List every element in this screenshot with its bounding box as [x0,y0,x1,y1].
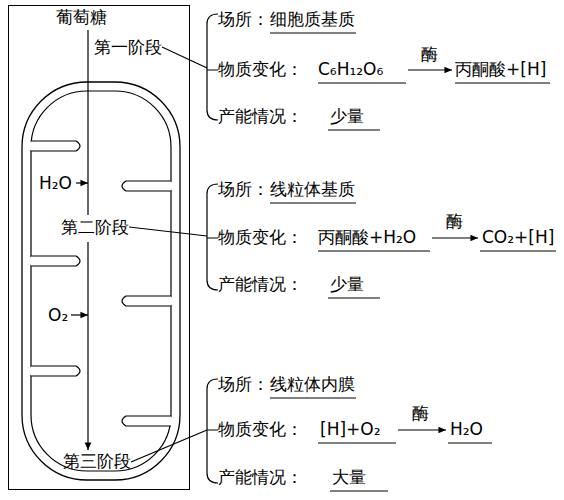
crista-opening [170,297,173,305]
field-name: 产能情况： [218,469,303,486]
mitochondrion: H₂O 第二阶段 O₂ 第三阶段 [21,81,181,481]
underline [455,83,550,84]
stage-label: 第一阶段 [94,39,162,56]
reaction-arrow [432,237,478,238]
energy-answer: 少量 [330,276,364,293]
bracket [207,14,218,120]
underline [330,491,388,492]
crista-opening [170,417,173,425]
field-name: 场所： [218,11,269,28]
leader-line [129,227,207,236]
cell-box: 葡萄糖第一阶段 H₂O 第二阶段 O₂ 第三阶段 [8,5,190,490]
field-name: 物质变化： [218,61,303,78]
underline [328,130,380,131]
crista [31,141,80,151]
underlines [270,33,556,491]
product-formula: H₂O [450,421,483,438]
reactant-label: O₂ [48,307,68,324]
mitochondrion-outline [21,81,181,481]
crista [31,256,80,266]
product-formula: 丙酮酸+[H] [455,61,546,78]
reactant-formula: C₆H₁₂O₆ [318,61,383,78]
flow-arrow [87,242,88,450]
underline [318,443,396,444]
reactant-label: H₂O [39,175,72,192]
crista [122,296,171,306]
reaction-arrow [408,69,452,70]
field-name: 场所： [218,376,269,393]
enzyme-label: 酶 [412,405,429,422]
underline [270,398,356,399]
location-answer: 线粒体基质 [270,181,355,198]
underline [318,251,430,252]
field-name: 产能情况： [218,108,303,125]
reaction-arrow [398,429,446,430]
cristae [31,141,171,426]
energy-answer: 少量 [330,108,364,125]
underline [270,203,356,204]
leader-line [162,47,207,68]
water-arrow [76,182,88,183]
location-answer: 线粒体内膜 [270,376,355,393]
leader-line [131,430,207,462]
field-name: 物质变化： [218,229,303,246]
crista-opening [30,142,33,150]
field-name: 产能情况： [218,276,303,293]
stage-label: 第二阶段 [61,219,129,236]
product-formula: CO₂+[H] [482,229,554,246]
enzyme-label: 酶 [446,213,463,230]
stage-label: 第三阶段 [63,453,131,470]
reaction-arrows [398,70,478,430]
enzyme-label: 酶 [421,46,438,63]
underline [270,33,356,34]
reactant-formula: 丙酮酸+H₂O [318,229,416,246]
brackets [129,14,218,483]
underline [328,298,380,299]
crista-opening [30,257,33,265]
location-answer: 细胞质基质 [270,11,355,28]
underline [480,251,556,252]
bracket [207,379,218,483]
outer-membrane [22,82,180,480]
underline [448,443,492,444]
crista [31,366,80,376]
crista [122,181,171,191]
inner-membrane [31,91,171,471]
substrate-label: 葡萄糖 [56,9,107,26]
crista-opening [30,367,33,375]
flow-line [87,30,88,215]
energy-answer: 大量 [332,469,366,486]
crista-opening [170,182,173,190]
field-name: 物质变化： [218,421,303,438]
crista [122,416,171,426]
field-name: 场所： [218,181,269,198]
oxygen-arrow [71,314,88,315]
flow-arrows [71,30,88,450]
bracket [207,184,218,290]
reactant-formula: [H]+O₂ [320,421,381,438]
underline [318,83,406,84]
